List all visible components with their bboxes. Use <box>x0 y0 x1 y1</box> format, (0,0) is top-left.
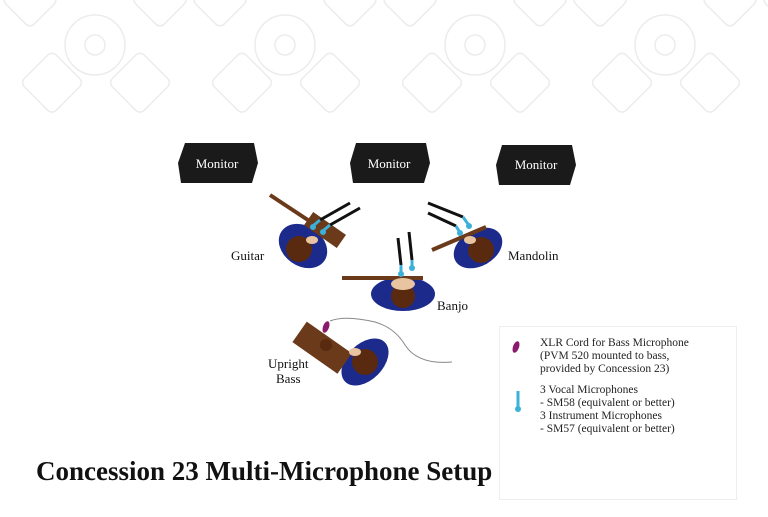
bass-microphone-icon <box>322 321 330 333</box>
monitor-right-label: Monitor <box>515 157 558 172</box>
microphone-icon <box>515 391 521 412</box>
legend-mic-line1: 3 Vocal Microphones <box>540 384 638 396</box>
legend-mic-line3: 3 Instrument Microphones <box>540 410 663 422</box>
mandolin-player <box>431 225 503 269</box>
legend-mic-line2: - SM58 (equivalent or better) <box>540 397 675 409</box>
bass-microphone <box>322 321 330 333</box>
monitor-left-label: Monitor <box>196 156 239 171</box>
legend-xlr-line2: (PVM 520 mounted to bass, <box>540 350 670 362</box>
xlr-cable <box>329 317 453 363</box>
monitor-left: Monitor <box>178 143 258 183</box>
microphone-icon <box>409 265 415 271</box>
banjo-label: Banjo <box>437 298 468 313</box>
banjo-player <box>342 276 435 311</box>
bass-player <box>292 321 389 386</box>
legend-xlr-line3: provided by Concession 23) <box>540 363 670 375</box>
background-pattern <box>0 0 768 120</box>
bass-microphone-icon <box>512 341 520 353</box>
mandolin-label: Mandolin <box>508 248 559 263</box>
monitor-center-label: Monitor <box>368 156 411 171</box>
legend-xlr-line1: XLR Cord for Bass Microphone <box>540 337 689 349</box>
guitar-microphones <box>310 201 361 235</box>
microphone-icon <box>457 230 463 236</box>
guitar-player <box>268 193 346 269</box>
diagram-title: Concession 23 Multi-Microphone Setup <box>36 456 493 486</box>
legend: XLR Cord for Bass Microphone (PVM 520 mo… <box>499 326 737 500</box>
monitor-center: Monitor <box>350 143 430 183</box>
microphone-icon <box>398 271 404 277</box>
microphone-icon <box>466 223 472 229</box>
bass-label-line1: Upright <box>268 356 309 371</box>
bass-label-line2: Bass <box>276 371 301 386</box>
guitar-label: Guitar <box>231 248 265 263</box>
microphone-icon <box>310 224 316 230</box>
microphone-icon <box>320 229 326 235</box>
banjo-microphones <box>396 231 415 277</box>
monitor-right: Monitor <box>496 145 576 185</box>
legend-mic-line4: - SM57 (equivalent or better) <box>540 423 675 435</box>
mandolin-microphones <box>427 201 472 236</box>
